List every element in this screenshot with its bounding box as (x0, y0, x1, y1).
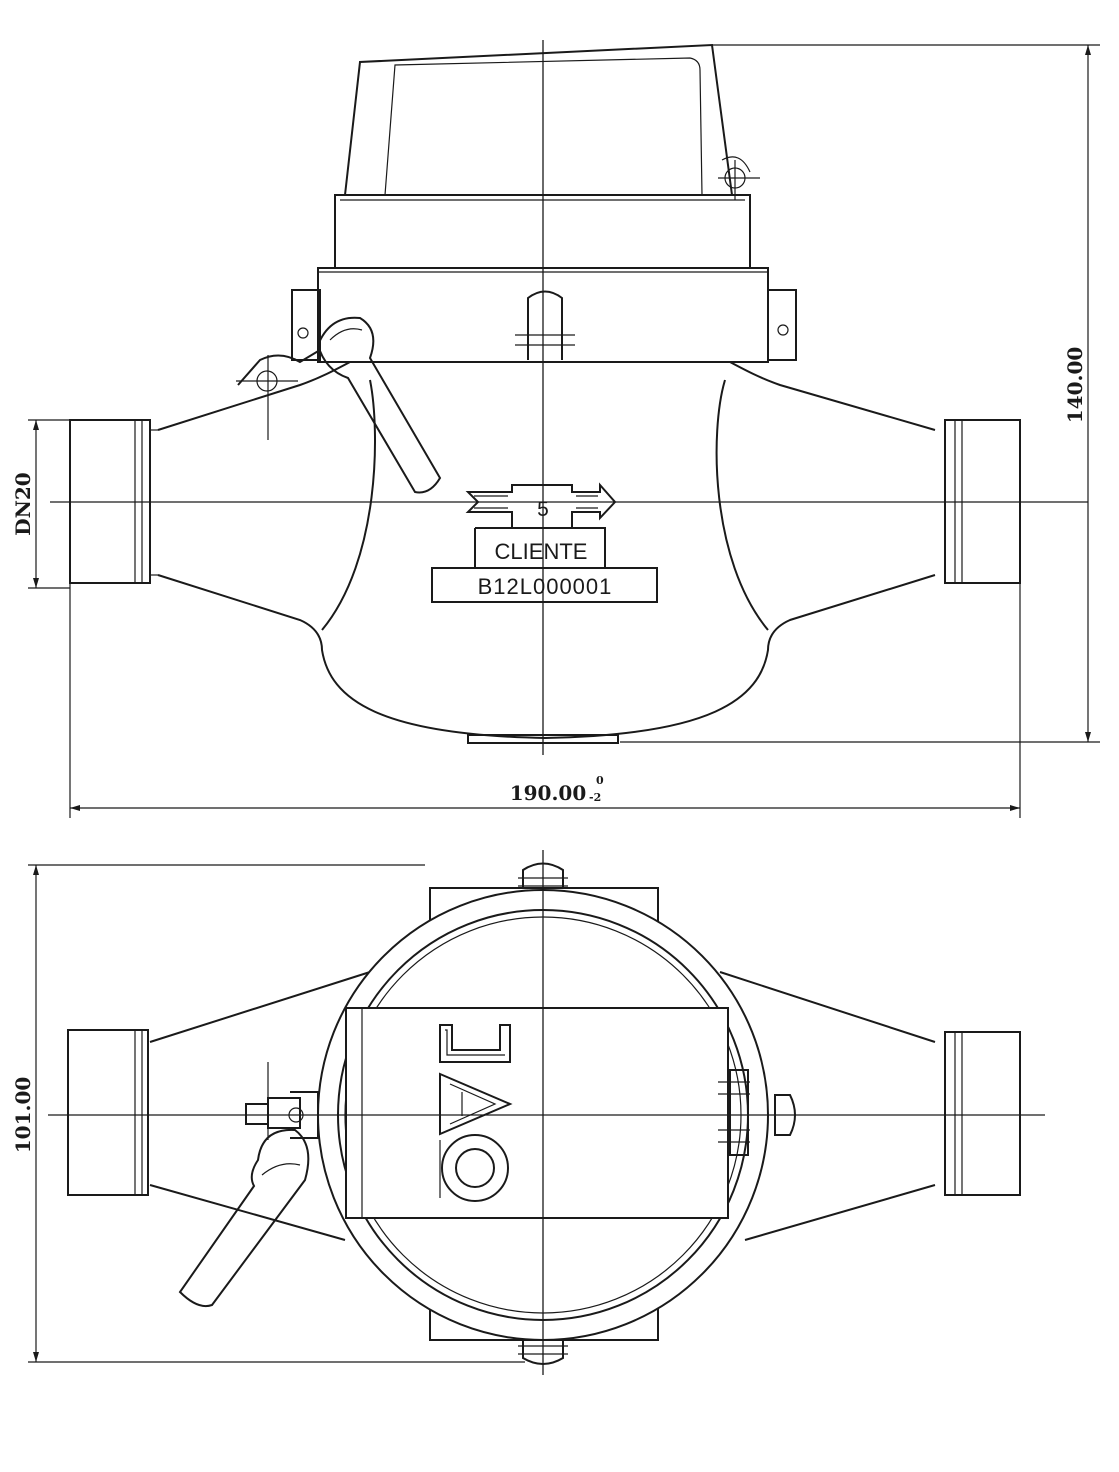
dim-height-label: 140.00 (1063, 347, 1087, 424)
dimension-diameter: DN20 (11, 419, 70, 589)
body-waist-left (321, 379, 377, 631)
dim-length-tol-upper: 0 (596, 774, 604, 787)
register-lid (344, 43, 760, 200)
register-lid-top (345, 1007, 729, 1219)
top-seal-lever (178, 1062, 319, 1308)
client-label: CLIENTE (495, 539, 588, 564)
body-waist-right (715, 379, 769, 631)
dim-diameter-label: DN20 (11, 472, 35, 535)
dimension-length: 190.00 0 -2 (69, 583, 1021, 818)
top-right-clip (718, 1069, 796, 1156)
top-left-connector (67, 1029, 149, 1196)
dim-width-label: 101.00 (11, 1077, 35, 1154)
top-right-connector (944, 1031, 1021, 1196)
side-view: 5 CLIENTE B12L000001 140.00 DN20 (11, 40, 1100, 818)
dimension-width: 101.00 (11, 864, 525, 1363)
dim-length-label: 190.00 (510, 781, 587, 805)
seal-lever (236, 316, 442, 494)
lao-logo (439, 1024, 513, 1202)
dim-length-tol-lower: -2 (589, 791, 601, 804)
register-ring (291, 267, 797, 363)
dimension-height: 140.00 (620, 44, 1100, 743)
top-view: 101.00 (11, 850, 1045, 1375)
top-body-outline (149, 971, 936, 1241)
serial-number: B12L000001 (478, 574, 613, 599)
flow-plate: 5 CLIENTE B12L000001 (431, 482, 658, 603)
